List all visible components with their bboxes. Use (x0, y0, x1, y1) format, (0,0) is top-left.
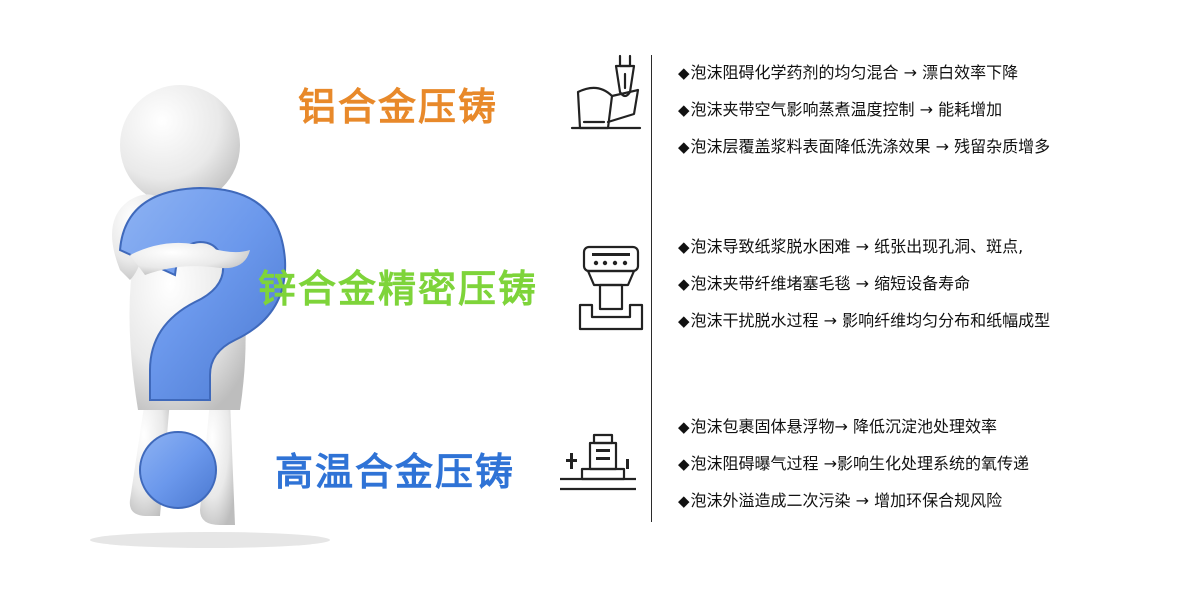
list-item: ◆泡沫阻碍化学药剂的均匀混合 → 漂白效率下降 (678, 63, 1019, 83)
list-item: ◆泡沫夹带纤维堵塞毛毯 → 缩短设备寿命 (678, 274, 971, 294)
diamond-bullet-icon: ◆ (678, 238, 690, 256)
die-casting-machine-icon (578, 245, 644, 331)
vertical-divider (651, 55, 652, 522)
diamond-bullet-icon: ◆ (678, 492, 690, 510)
list-item: ◆泡沫夹带空气影响蒸煮温度控制 → 能耗增加 (678, 100, 1003, 120)
category-title-high-temp: 高温合金压铸 (275, 450, 516, 494)
diamond-bullet-icon: ◆ (678, 138, 690, 156)
diamond-bullet-icon: ◆ (678, 275, 690, 293)
furnace-casting-icon (560, 433, 636, 491)
list-item: ◆泡沫包裹固体悬浮物→ 降低沉淀池处理效率 (678, 417, 998, 437)
high-temp-bullets: ◆泡沫包裹固体悬浮物→ 降低沉淀池处理效率 ◆泡沫阻碍曝气过程 →影响生化处理系… (678, 417, 1030, 511)
pouring-mold-icon (570, 54, 642, 130)
thinking-figure-question-mark-icon (90, 85, 330, 548)
category-title-aluminum: 铝合金压铸 (298, 85, 499, 129)
zinc-bullets: ◆泡沫导致纸浆脱水困难 → 纸张出现孔洞、斑点, ◆泡沫夹带纤维堵塞毛毯 → 缩… (678, 237, 1051, 331)
list-item: ◆泡沫层覆盖浆料表面降低洗涤效果 → 残留杂质增多 (678, 137, 1051, 157)
diamond-bullet-icon: ◆ (678, 312, 690, 330)
diamond-bullet-icon: ◆ (678, 455, 690, 473)
list-item: ◆泡沫干扰脱水过程 → 影响纤维均匀分布和纸幅成型 (678, 311, 1051, 331)
list-item: ◆泡沫阻碍曝气过程 →影响生化处理系统的氧传递 (678, 454, 1030, 474)
diamond-bullet-icon: ◆ (678, 418, 690, 436)
aluminum-bullets: ◆泡沫阻碍化学药剂的均匀混合 → 漂白效率下降 ◆泡沫夹带空气影响蒸煮温度控制 … (678, 63, 1051, 157)
list-item: ◆泡沫外溢造成二次污染 → 增加环保合规风险 (678, 491, 1003, 511)
diamond-bullet-icon: ◆ (678, 64, 690, 82)
category-title-zinc: 锌合金精密压铸 (258, 267, 539, 311)
list-item: ◆泡沫导致纸浆脱水困难 → 纸张出现孔洞、斑点, (678, 237, 1024, 257)
diamond-bullet-icon: ◆ (678, 101, 690, 119)
